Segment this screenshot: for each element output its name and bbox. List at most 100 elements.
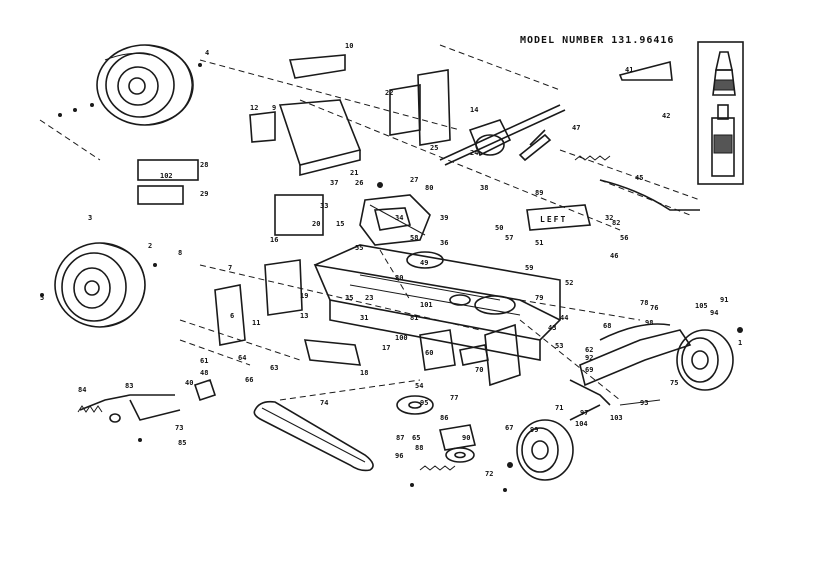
part-label: 69 xyxy=(585,366,593,374)
drive-belt xyxy=(253,400,374,472)
part-label: 58 xyxy=(410,234,418,242)
part-label: 8 xyxy=(178,249,182,257)
part-label: 82 xyxy=(612,219,620,227)
left-side-plate xyxy=(214,259,303,346)
part-label: 60 xyxy=(425,349,433,357)
assembly-guide-lines xyxy=(39,44,701,401)
part-label: 83 xyxy=(125,382,133,390)
part-label: 63 xyxy=(270,364,278,372)
part-label: 22 xyxy=(385,89,393,97)
part-label: 70 xyxy=(475,366,483,374)
part-label: 17 xyxy=(382,344,390,352)
part-label: 78 xyxy=(640,299,648,307)
spring-upper xyxy=(574,155,611,161)
part-label: 72 xyxy=(485,470,493,478)
part-label: 68 xyxy=(603,322,611,330)
part-label: 32 xyxy=(605,214,613,222)
part-label: 35 xyxy=(345,294,353,302)
part-label: 27 xyxy=(410,176,418,184)
part-label: 100 xyxy=(395,334,408,342)
part-label: 47 xyxy=(572,124,580,132)
part-label: 57 xyxy=(505,234,513,242)
part-label: 67 xyxy=(505,424,513,432)
part-label: 73 xyxy=(175,424,183,432)
part-label: 4 xyxy=(205,49,209,57)
part-label: 12 xyxy=(250,104,258,112)
part-label: 84 xyxy=(78,386,86,394)
part-label: 45 xyxy=(635,174,643,182)
part-label: 31 xyxy=(360,314,368,322)
part-label: 41 xyxy=(625,66,633,74)
part-label: 98 xyxy=(645,319,653,327)
part-label: 93 xyxy=(640,399,648,407)
part-label: 64 xyxy=(238,354,246,362)
part-label: 50 xyxy=(495,224,503,232)
part-label: 42 xyxy=(662,112,670,120)
part-label: 75 xyxy=(670,379,678,387)
part-label: 43 xyxy=(548,324,556,332)
left-decal: LEFT xyxy=(540,215,567,224)
part-label: 88 xyxy=(415,444,423,452)
part-label: 36 xyxy=(440,239,448,247)
part-label: 24 xyxy=(470,149,478,157)
part-label: 102 xyxy=(160,172,173,180)
part-label: 56 xyxy=(620,234,628,242)
part-label: 20 xyxy=(312,220,320,228)
part-label: 15 xyxy=(336,220,344,228)
part-label: 28 xyxy=(200,161,208,169)
part-label: 51 xyxy=(535,239,543,247)
part-label: 55 xyxy=(355,244,363,252)
part-label: 90 xyxy=(462,434,470,442)
part-label: 81 xyxy=(410,314,418,322)
part-label: 105 xyxy=(695,302,708,310)
front-wheel-lower xyxy=(516,419,574,481)
part-label: 86 xyxy=(440,414,448,422)
part-label: 16 xyxy=(270,236,278,244)
rear-wheel-lower xyxy=(54,242,146,328)
touch-up-paint xyxy=(618,41,744,185)
main-frame xyxy=(313,244,562,361)
transmission xyxy=(359,194,431,246)
spring-lower xyxy=(419,399,661,471)
part-label: 38 xyxy=(480,184,488,192)
part-label: 95 xyxy=(420,399,428,407)
part-label: 33 xyxy=(320,202,328,210)
shift-lever xyxy=(518,129,552,162)
part-label: 37 xyxy=(330,179,338,187)
part-label: 29 xyxy=(200,190,208,198)
part-label: 101 xyxy=(420,301,433,309)
part-label: 18 xyxy=(360,369,368,377)
part-label: 99 xyxy=(530,426,538,434)
part-label: 53 xyxy=(555,342,563,350)
part-label: 62 xyxy=(585,346,593,354)
part-label: 103 xyxy=(610,414,623,422)
part-label: 13 xyxy=(300,312,308,320)
rear-wheel-upper xyxy=(96,44,194,126)
part-label: 92 xyxy=(585,354,593,362)
part-label: 61 xyxy=(200,357,208,365)
part-label: 54 xyxy=(415,382,423,390)
part-label: 89 xyxy=(535,189,543,197)
part-label: 96 xyxy=(395,452,403,460)
part-label: 6 xyxy=(230,312,234,320)
part-label: 85 xyxy=(178,439,186,447)
part-label: 94 xyxy=(710,309,718,317)
part-label: 11 xyxy=(252,319,260,327)
drive-shaft xyxy=(439,104,566,166)
model-number: MODEL NUMBER 131.96416 xyxy=(520,35,674,46)
part-label: 14 xyxy=(470,106,478,114)
part-label: 44 xyxy=(560,314,568,322)
part-label: 30 xyxy=(395,274,403,282)
part-label: 2 xyxy=(148,242,152,250)
part-label: 34 xyxy=(395,214,403,222)
part-label: 71 xyxy=(555,404,563,412)
part-label: 19 xyxy=(300,292,308,300)
decal-cards: LEFT xyxy=(137,159,592,236)
part-label: 48 xyxy=(200,369,208,377)
part-label: 1 xyxy=(738,339,742,347)
part-label: 40 xyxy=(185,379,193,387)
part-label: 66 xyxy=(245,376,253,384)
pulleys xyxy=(396,395,476,463)
part-label: 76 xyxy=(650,304,658,312)
